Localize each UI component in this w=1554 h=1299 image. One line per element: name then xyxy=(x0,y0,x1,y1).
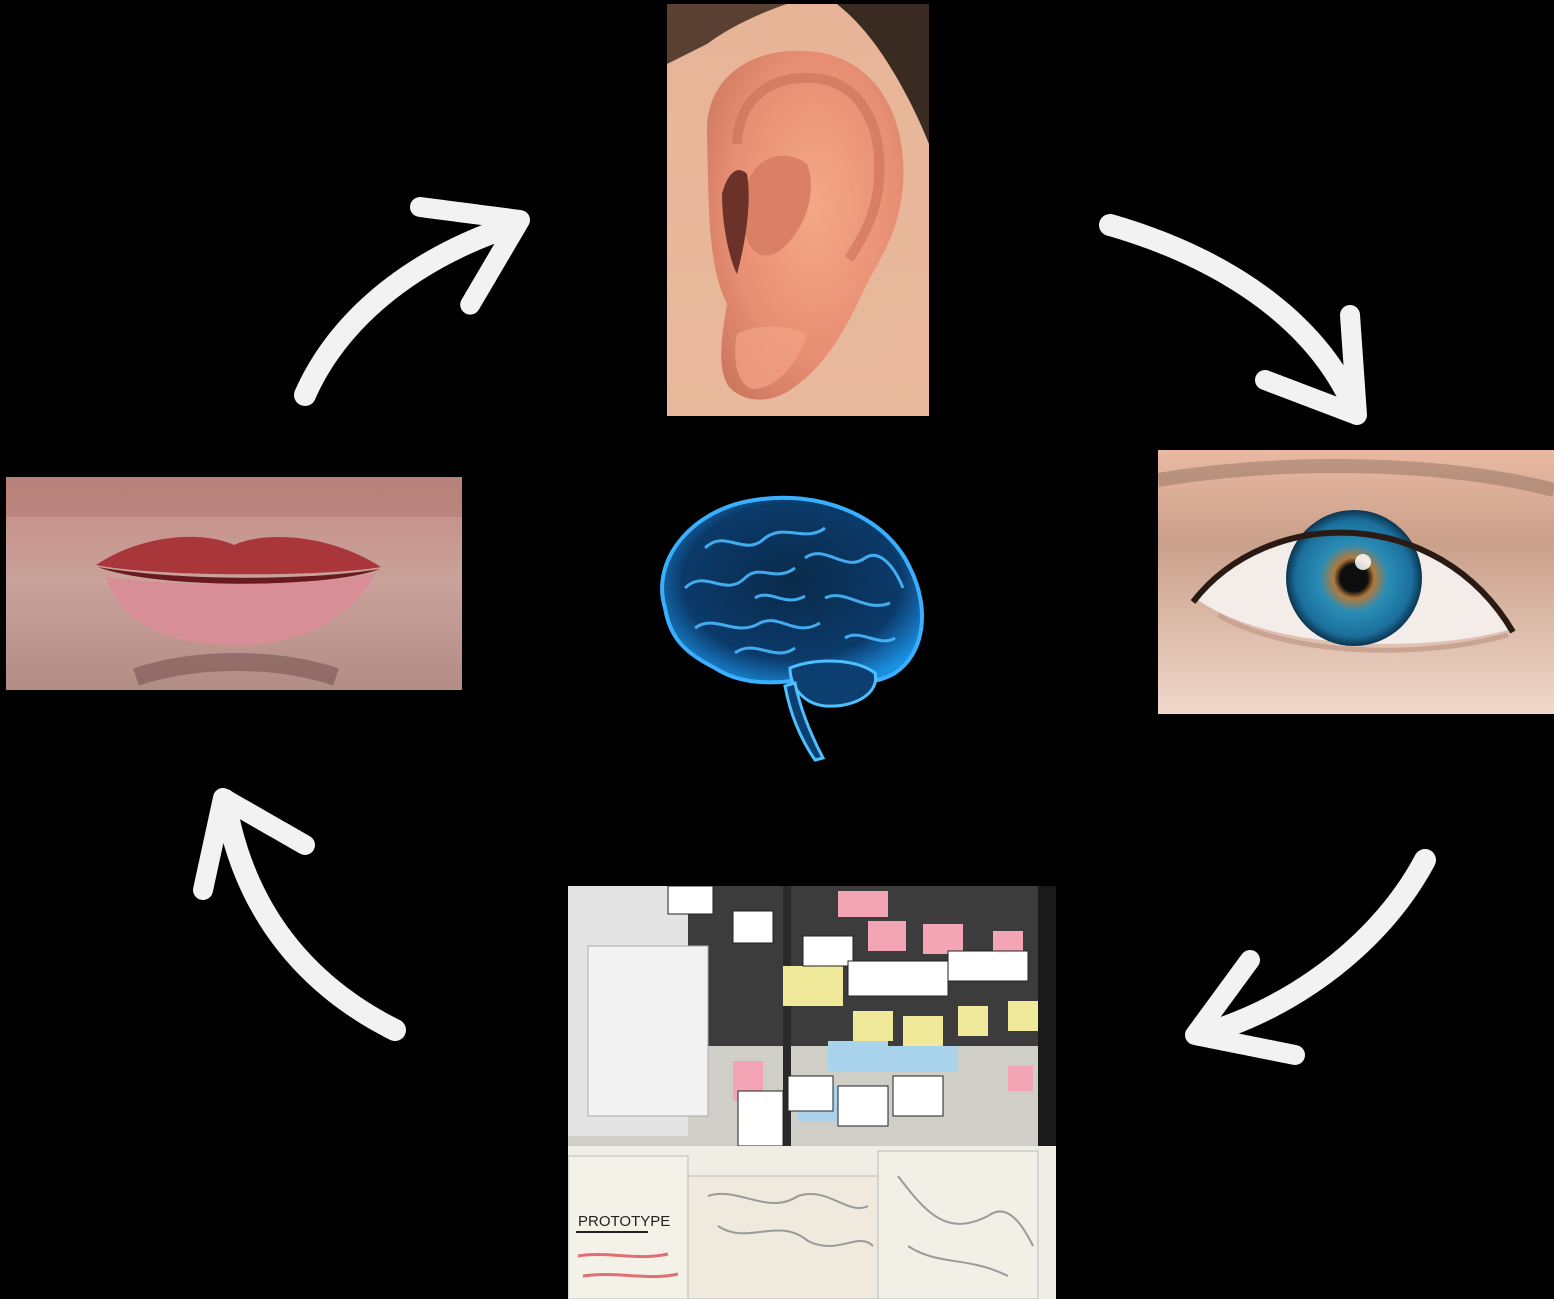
mouth-photo xyxy=(6,477,462,690)
brain-illustration xyxy=(645,488,935,763)
arrow-mouth-to-ear-icon xyxy=(280,185,545,415)
arrow-wall-to-mouth-icon xyxy=(185,780,420,1050)
arrow-ear-to-eye-icon xyxy=(1095,205,1385,435)
eye-photo xyxy=(1158,450,1554,714)
prototype-heading: PROTOTYPE xyxy=(578,1213,670,1230)
sticky-note-wall-photo: PROTOTYPE xyxy=(568,886,1056,1299)
ear-photo xyxy=(667,4,929,416)
arrow-eye-to-wall-icon xyxy=(1180,845,1450,1075)
